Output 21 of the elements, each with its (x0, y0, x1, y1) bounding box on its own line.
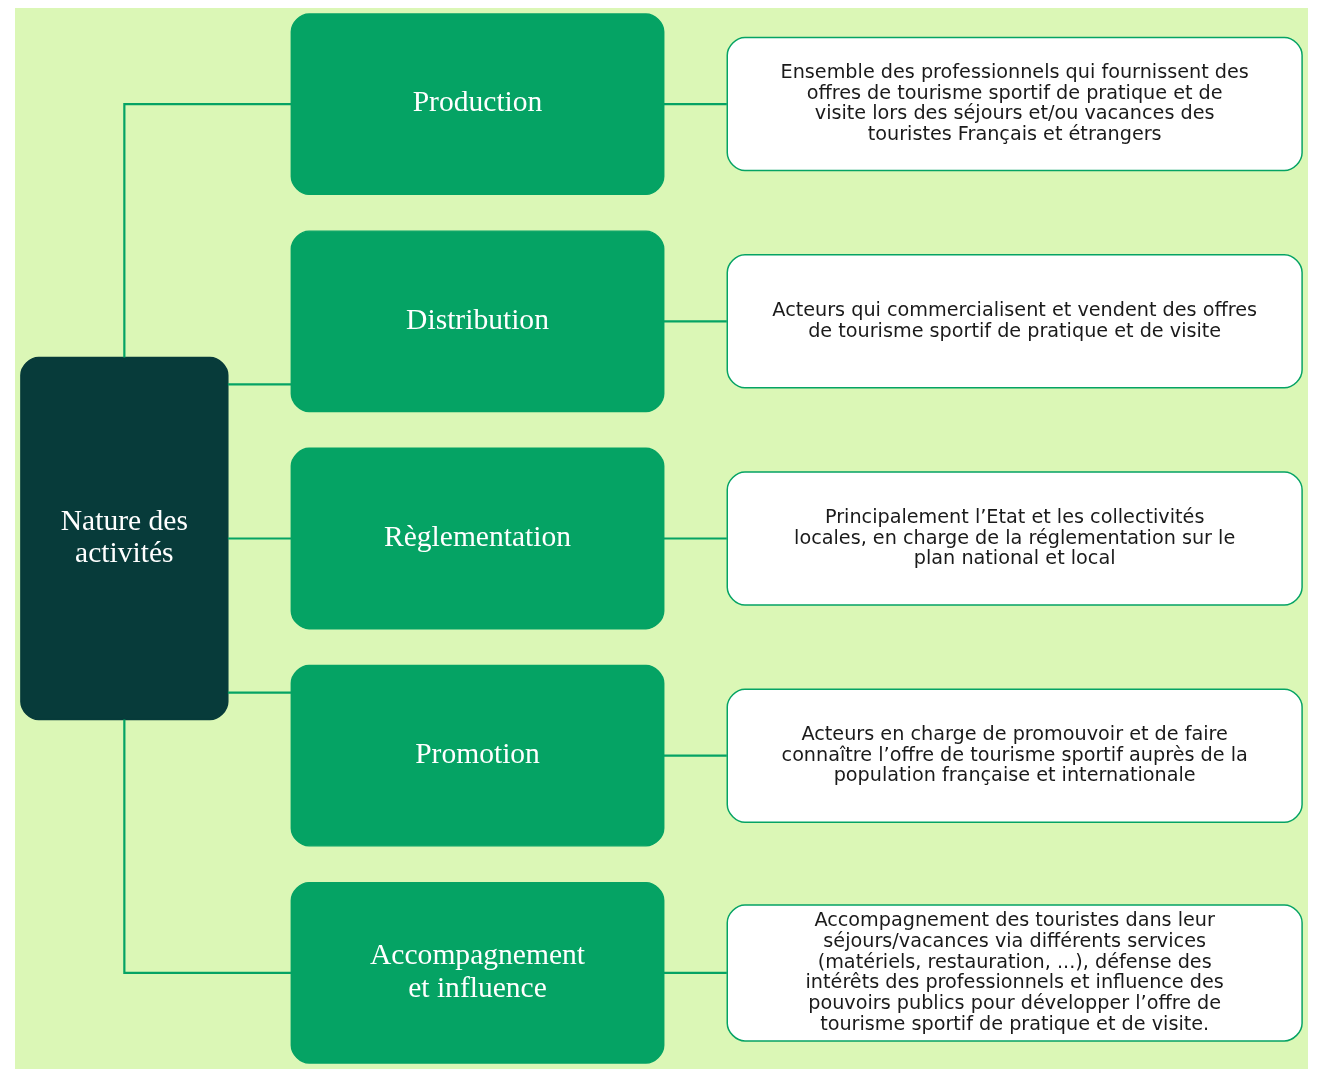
connector (122, 102, 291, 358)
connector (663, 102, 727, 106)
node-box: Accompagnement et influence (290, 882, 664, 1064)
connector (663, 320, 727, 323)
node-box: Règlementation (290, 447, 664, 630)
node-box: Nature des activités (19, 356, 229, 721)
node-box: Acteurs en charge de promouvoir et de faire connaître l’offre de tourisme sportif auprès de la population française et internationale (726, 688, 1303, 823)
node-box: Production (290, 13, 664, 195)
connector (663, 537, 727, 540)
node-box: Promotion (290, 664, 664, 847)
connector (663, 971, 727, 975)
node-box: Ensemble des professionnels qui fournissent des offres de tourisme sportif de pratique et de visite lors des séjours et/ou vacances des touristes Français et étrangers (726, 36, 1303, 172)
connector (663, 754, 727, 757)
connector (227, 383, 291, 386)
node-box: Distribution (290, 230, 664, 413)
connector (227, 691, 291, 694)
connector (227, 537, 291, 540)
node-box: Accompagnement des touristes dans leur séjours/vacances via différents services (matériels, restauration, ...), défense des intérêts des professionnels et influence des pouvoirs publics pour développer l’offre de tourisme sportif de pratique et de visite. (726, 904, 1303, 1042)
connector (122, 719, 291, 975)
node-box: Acteurs qui commercialisent et vendent des offres de tourisme sportif de pratique et de visite (726, 254, 1303, 389)
node-box: Principalement l’Etat et les collectivités locales, en charge de la réglementation sur le plan national et local (726, 471, 1303, 606)
